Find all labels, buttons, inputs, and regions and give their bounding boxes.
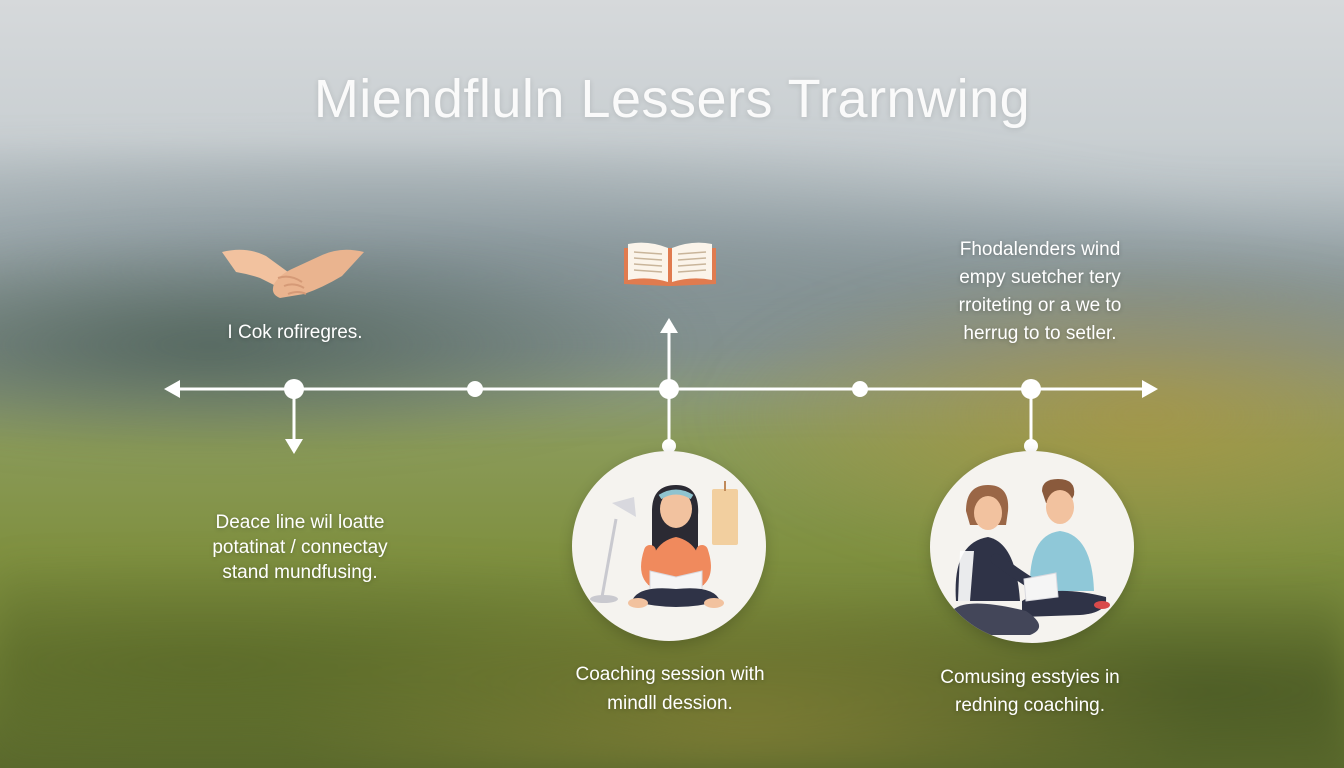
coaching-illustration [930,451,1134,643]
node-3 [659,379,679,399]
node-1 [284,379,304,399]
node-2 [467,381,483,397]
node-5 [1021,379,1041,399]
node-right-end [1024,439,1038,453]
meditation-illustration [572,451,766,641]
arrowhead-down-left [285,439,303,454]
label-bottom-right: Comusing esstyies in redning coaching. [940,667,1120,716]
label-bottom-center: Coaching session with mindll dession. [575,664,765,714]
page-title: Miendfluln Lessers Trarnwing [313,69,1031,129]
label-bottom-left: Deace line wil loatte potatinat / connec… [212,512,388,583]
handshake-icon [218,238,368,309]
arrowhead-up-center [660,318,678,333]
label-top-right: Fhodalenders wind empy suetcher tery rro… [958,239,1122,344]
node-4 [852,381,868,397]
lamp-icon [590,497,636,603]
open-book-icon [622,240,718,293]
arrowhead-right [1142,380,1158,398]
arrowhead-left [164,380,180,398]
label-top-left: I Cok rofiregres. [227,322,363,343]
node-center-end [662,439,676,453]
